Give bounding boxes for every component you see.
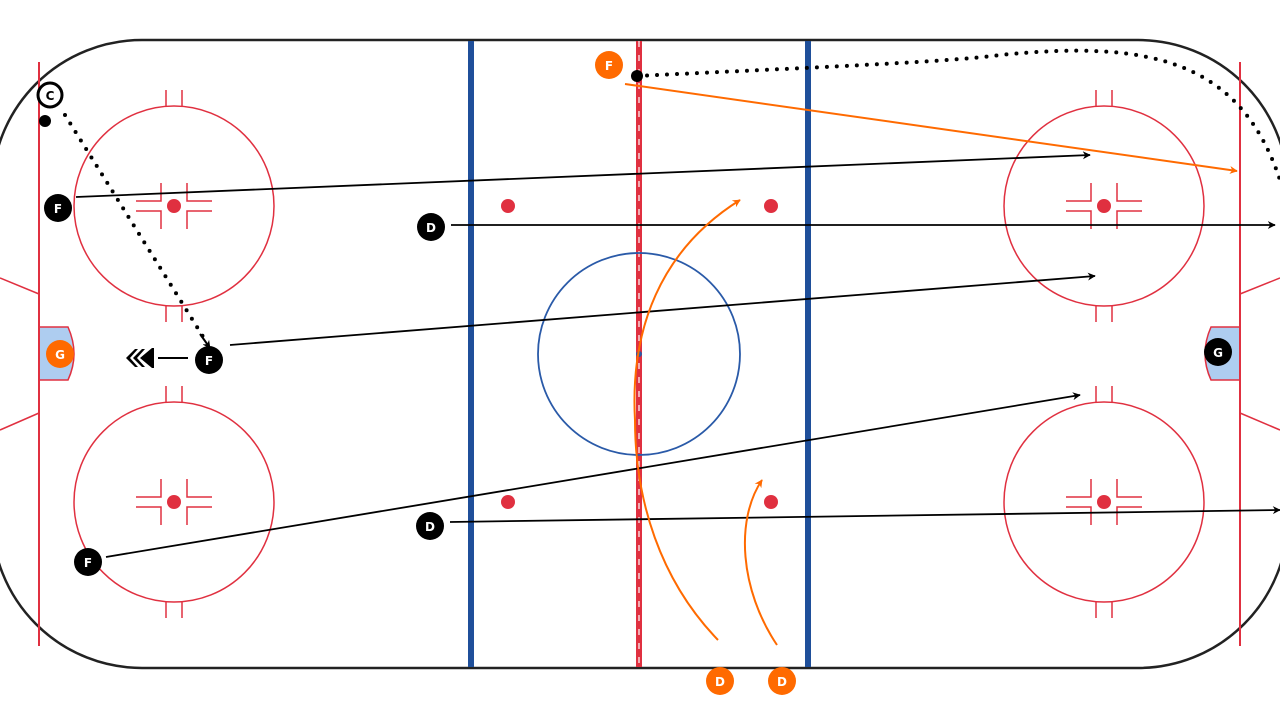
skate-path-f-bottom	[105, 392, 1081, 558]
player-f-bottom-left: F	[74, 548, 102, 576]
drill-paths	[63, 48, 1280, 646]
svg-text:F: F	[205, 354, 213, 368]
player-f-mid-left: F	[195, 346, 223, 374]
svg-text:D: D	[426, 221, 436, 235]
neutral-zone-dots	[501, 199, 778, 509]
coach-marker: C	[36, 81, 64, 109]
player-f-top-left: F	[44, 194, 72, 222]
player-d-top: D	[417, 213, 445, 241]
svg-text:F: F	[84, 556, 92, 570]
goalie-right: G	[1204, 338, 1232, 366]
svg-text:D: D	[777, 675, 787, 689]
center-circle	[537, 252, 741, 456]
faceoff-circle	[73, 386, 275, 618]
puck-path-top	[635, 48, 1280, 182]
svg-text:F: F	[54, 202, 62, 216]
puck	[631, 70, 643, 82]
faceoff-circle	[73, 90, 275, 322]
player-d-bottom: D	[416, 512, 444, 540]
skate-path-orange-d1	[633, 199, 741, 641]
skate-path-orange-f	[624, 83, 1238, 174]
skate-path-d-bottom	[449, 506, 1280, 523]
skate-path-f-mid	[229, 272, 1096, 346]
pass-arrowhead	[199, 333, 211, 349]
faceoff-circles	[73, 90, 1205, 618]
skate-path-orange-d2	[743, 479, 778, 646]
rink	[0, 38, 1280, 670]
faceoff-circle	[1003, 386, 1205, 618]
players: C F F F D D G G F D D	[36, 51, 1232, 695]
player-d-orange-1: D	[706, 667, 734, 695]
svg-text:G: G	[1213, 346, 1223, 360]
trapezoid-right	[1239, 277, 1280, 431]
svg-text:G: G	[55, 348, 65, 362]
player-f-orange-top: F	[595, 51, 623, 79]
goalie-left: G	[46, 340, 74, 368]
svg-text:D: D	[425, 520, 435, 534]
skate-path-f-top	[75, 151, 1091, 198]
trapezoid-left	[0, 277, 40, 431]
player-d-orange-2: D	[768, 667, 796, 695]
backward-skate-chevrons-icon	[126, 348, 154, 368]
puck	[39, 115, 51, 127]
faceoff-circle	[1003, 90, 1205, 322]
pucks	[39, 70, 643, 127]
svg-text:F: F	[605, 59, 613, 73]
svg-text:C: C	[46, 89, 55, 103]
svg-text:D: D	[715, 675, 725, 689]
